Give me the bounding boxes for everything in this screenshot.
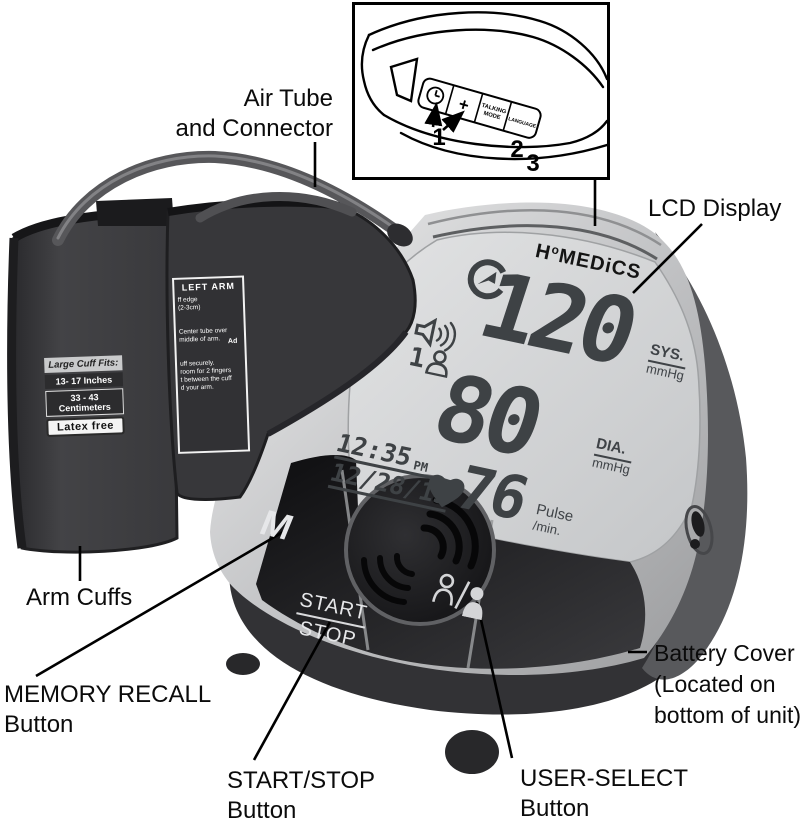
tube-connector (387, 223, 413, 247)
inset-top-outline (367, 11, 607, 81)
leader-memory (35, 530, 284, 678)
inset-notch (389, 57, 419, 103)
device-top-seam-dark (432, 224, 658, 261)
leader-start-stop (252, 621, 332, 761)
device-foot (445, 730, 499, 774)
latex-free-tag: Latex free (46, 416, 125, 437)
left-arm-title: LEFT ARM (181, 280, 236, 293)
person-icon (424, 350, 448, 379)
device-top-seam (427, 209, 662, 247)
inset-button-strip[interactable]: + TALKING MODE LANGUAGE (417, 77, 543, 139)
inches-tag: 13- 17 Inches (44, 372, 124, 389)
leader-lcd (632, 223, 703, 294)
two-users-icon (432, 573, 484, 621)
left-cuff-tab (96, 198, 174, 226)
left-cuff-edge (7, 237, 27, 549)
right-cuff-fold (266, 330, 409, 437)
large-cuff-tag: Large Cuff Fits: (44, 355, 123, 373)
inset-art: + TALKING MODE LANGUAGE 1 2 3 (360, 11, 607, 177)
air-tube-label: Air Tube and Connector (175, 85, 333, 142)
side-port (684, 505, 714, 555)
cuff-instruction-panel: LEFT ARM ff edge (2-3cm) Center tube ove… (172, 275, 251, 454)
cuff-size-tags: Large Cuff Fits: 13- 17 Inches 33 - 43 C… (44, 353, 125, 437)
device-foot (226, 653, 260, 675)
lcd-display-label: LCD Display (648, 195, 782, 222)
user-indicator: 1 (406, 342, 453, 379)
top-buttons-inset: + TALKING MODE LANGUAGE 1 2 3 (352, 2, 610, 180)
inset-lower-arc (399, 131, 607, 161)
circular-arrow-icon (460, 252, 515, 307)
memory-recall-label: MEMORY RECALL Button (4, 681, 212, 738)
lcd-ampm: PM (412, 458, 430, 475)
inset-left-edge (360, 33, 386, 117)
start-stop-label: START/STOP Button (227, 767, 376, 821)
inset-inner-line (371, 28, 605, 89)
leader-user-select (475, 601, 514, 759)
callout-lines (35, 142, 703, 761)
centimeters-tag: 33 - 43 Centimeters (45, 388, 125, 417)
arm-cuffs-label: Arm Cuffs (26, 584, 133, 611)
user-select-label: USER-SELECT Button (520, 765, 689, 821)
inset-arrows (424, 101, 465, 133)
talking-mode-label-2[interactable]: MODE (483, 111, 501, 122)
inset-number-1: 1 (432, 124, 445, 151)
inset-bottom-line (382, 113, 607, 149)
inset-number-2: 2 (510, 136, 523, 163)
air-tubes (52, 150, 413, 247)
talking-speaker-icon (411, 314, 459, 354)
heart-icon (423, 472, 467, 513)
user-select-button[interactable] (430, 570, 493, 621)
battery-cover-label: Battery Cover (Located on bottom of unit… (654, 640, 802, 728)
device-side-panel (642, 232, 748, 680)
inset-number-3: 3 (526, 150, 539, 177)
cuff-text-fragment: Ad (227, 337, 238, 346)
